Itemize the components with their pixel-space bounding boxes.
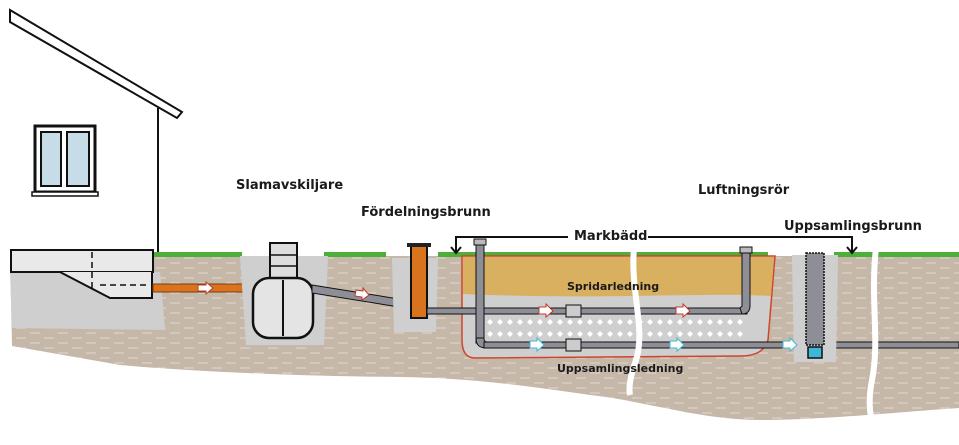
septic-tank [251, 242, 315, 340]
gravel-stone [577, 331, 583, 337]
gravel-stone [577, 319, 583, 325]
gravel-stone [617, 319, 623, 325]
gravel-layer [487, 319, 743, 337]
grass [152, 252, 959, 257]
label-markbadd: Markbädd [574, 229, 648, 244]
gravel-stone [627, 319, 633, 325]
label-luftningsror: Luftningsrör [698, 183, 790, 198]
gravel-stone [697, 331, 703, 337]
gravel-stone [567, 319, 573, 325]
gravel-stone [697, 319, 703, 325]
gravel-stone [737, 331, 743, 337]
gravel-stone [727, 331, 733, 337]
vent-pipe-right [739, 251, 751, 315]
collection-well [805, 252, 825, 346]
gravel-stone [507, 319, 513, 325]
label-slamavskiljare: Slamavskiljare [236, 178, 344, 193]
flow-arrow-icon [529, 336, 545, 353]
gravel-stone [607, 331, 613, 337]
gravel-stone [687, 319, 693, 325]
spreader-pipe [426, 307, 748, 315]
gravel-stone [647, 319, 653, 325]
gravel-stone [547, 319, 553, 325]
gravel-stone [677, 331, 683, 337]
gravel-stone [707, 331, 713, 337]
gravel-stone [687, 331, 693, 337]
gravel-stone [527, 319, 533, 325]
gravel-stone [557, 331, 563, 337]
vent-pipe-left [475, 242, 485, 344]
gravel-stone [587, 319, 593, 325]
flow-arrow-icon [197, 280, 214, 296]
gravel-stone [587, 331, 593, 337]
gravel-stone [627, 331, 633, 337]
label-spridarledning: Spridarledning [567, 280, 660, 293]
label-uppsamlingsledning: Uppsamlingsledning [557, 362, 684, 375]
gravel-stone [617, 331, 623, 337]
collection-pipe [483, 341, 959, 349]
window [31, 124, 99, 197]
gravel-stone [607, 319, 613, 325]
pipe-coupling [565, 304, 582, 318]
gravel-stone [487, 319, 493, 325]
gravel-stone [667, 319, 673, 325]
flow-arrow-icon [669, 336, 685, 353]
gravel-stone [487, 331, 493, 337]
distribution-well [410, 245, 428, 319]
section-break [866, 247, 879, 422]
flow-arrow-icon [675, 302, 691, 319]
distribution-well-lid [407, 243, 431, 247]
gravel-stone [497, 319, 503, 325]
collection-well-water [807, 346, 823, 359]
gravel-stone [657, 331, 663, 337]
gravel-stone [557, 319, 563, 325]
sand-layer [463, 257, 774, 297]
gravel-stone [647, 331, 653, 337]
gravel-stone [527, 331, 533, 337]
house-wall-base [10, 249, 154, 273]
gravel-stone [717, 319, 723, 325]
gravel-stone [537, 319, 543, 325]
flow-arrow-icon [782, 336, 798, 353]
label-fordelningsbrunn: Fördelningsbrunn [361, 205, 491, 220]
gravel-stone [537, 331, 543, 337]
pipe-coupling [565, 338, 582, 352]
gravel-stone [517, 331, 523, 337]
gravel-stone [547, 331, 553, 337]
gravel-stone [657, 319, 663, 325]
gravel-stone [517, 319, 523, 325]
house [9, 8, 184, 299]
gravel-stone [597, 319, 603, 325]
gravel-stone [677, 319, 683, 325]
gravel-stone [497, 331, 503, 337]
gravel-stone [507, 331, 513, 337]
gravel-stone [737, 319, 743, 325]
gravel-stone [707, 319, 713, 325]
section-break [626, 247, 643, 396]
gravel-stone [717, 331, 723, 337]
flow-arrow-icon [354, 286, 370, 301]
gravel-stone [597, 331, 603, 337]
gravel-stone [667, 331, 673, 337]
gravel-stone [727, 319, 733, 325]
label-uppsamlingsbrunn: Uppsamlingsbrunn [784, 219, 922, 234]
gravel-stone [567, 331, 573, 337]
markbadd-bracket [450, 236, 858, 255]
flow-arrow-icon [538, 302, 554, 319]
flow-arrows [529, 302, 798, 353]
